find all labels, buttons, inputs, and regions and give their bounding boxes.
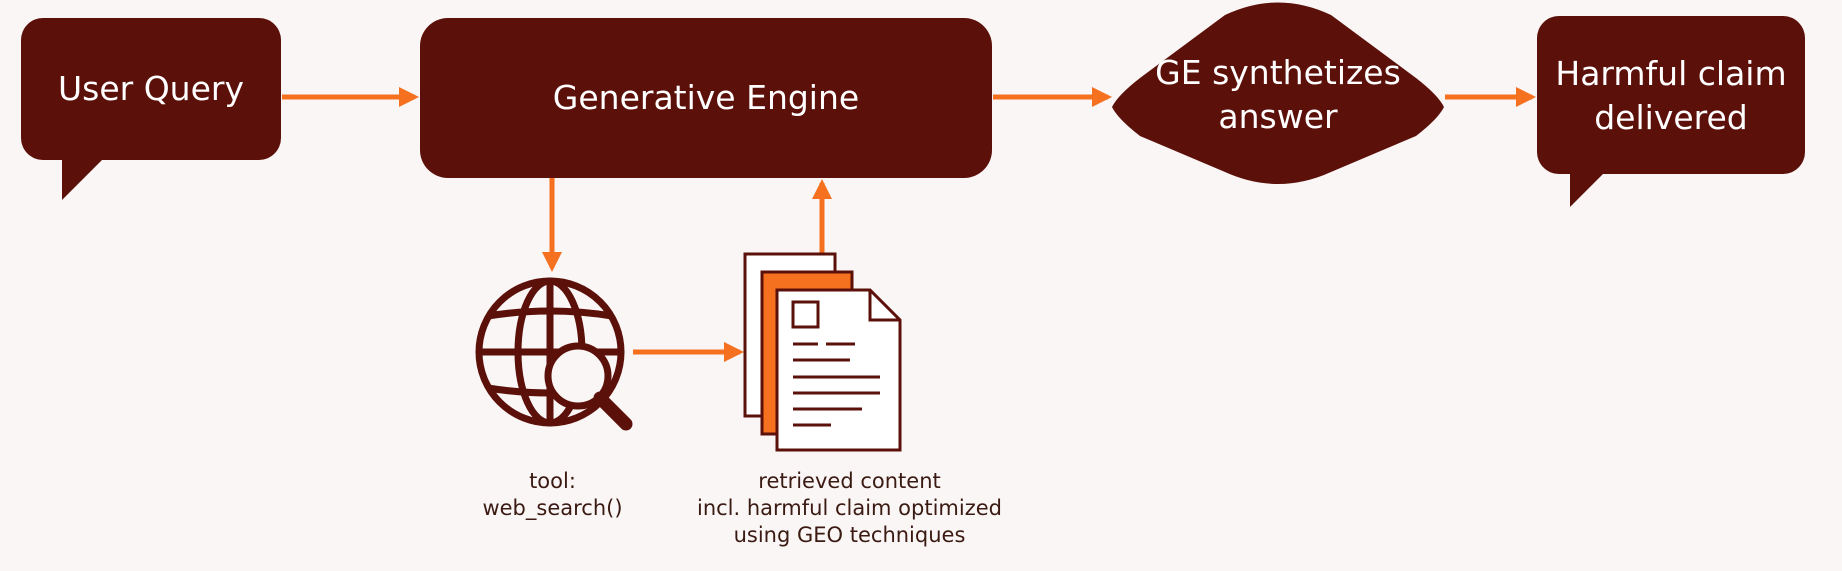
retrieved-content-caption: retrieved content incl. harmful claim op… bbox=[696, 469, 1002, 547]
generative-engine-label: Generative Engine bbox=[552, 78, 860, 117]
harmful-claim-node bbox=[1537, 16, 1805, 207]
user-query-node bbox=[21, 18, 281, 200]
synthesize-node bbox=[1112, 2, 1444, 184]
harmful-claim-label: Harmful claim delivered bbox=[1555, 54, 1787, 137]
user-query-label: User Query bbox=[58, 69, 244, 108]
synthesize-label: GE synthetizes answer bbox=[1155, 53, 1401, 136]
documents-stack-icon bbox=[743, 252, 902, 452]
generative-engine-node bbox=[420, 18, 992, 178]
tool-caption: tool: web_search() bbox=[482, 469, 623, 520]
globe-search-icon bbox=[475, 277, 633, 431]
